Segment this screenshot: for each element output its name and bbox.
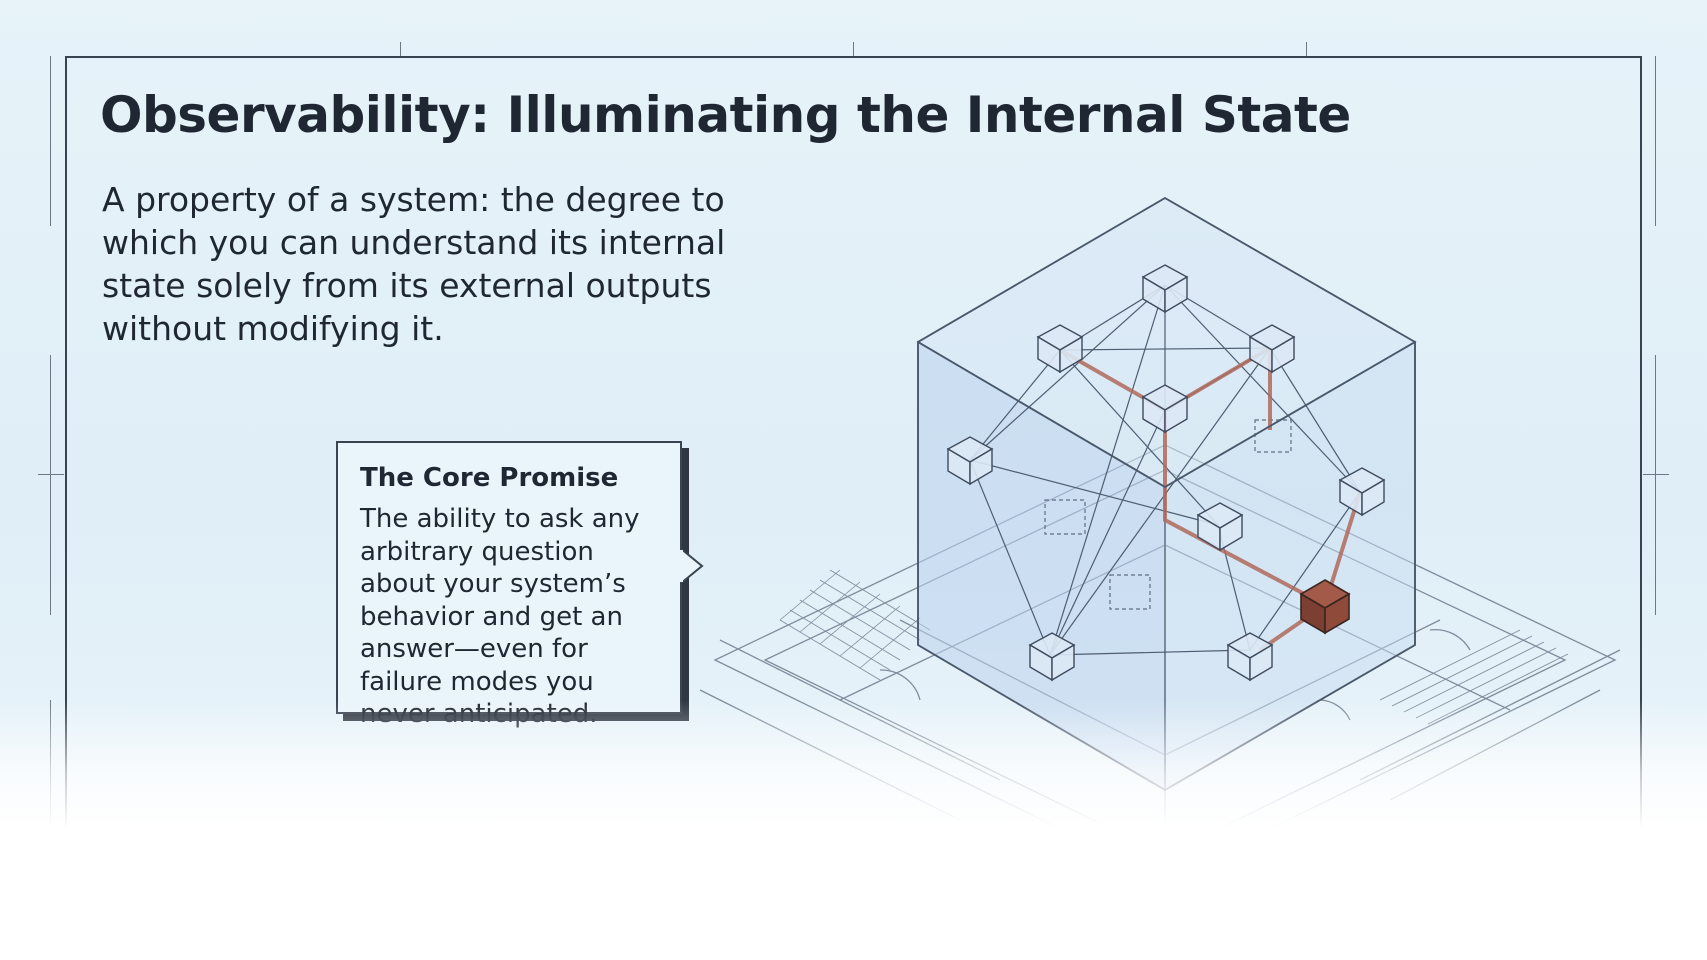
frame-tick <box>1655 56 1656 226</box>
anomaly-node <box>1299 579 1351 635</box>
node <box>1338 467 1386 517</box>
node <box>1141 384 1189 434</box>
network-nodes <box>946 264 1386 682</box>
frame-tick <box>1306 42 1307 56</box>
node <box>1141 264 1189 314</box>
callout-body: The ability to ask any arbitrary questio… <box>360 504 640 729</box>
node <box>1036 324 1084 374</box>
core-promise-callout: The Core Promise The ability to ask any … <box>336 441 682 729</box>
slide: Observability: Illuminating the Internal… <box>0 0 1707 840</box>
definition-text: A property of a system: the degree to wh… <box>102 180 726 348</box>
node <box>946 436 994 486</box>
node <box>1248 324 1296 374</box>
frame-tick <box>38 474 64 475</box>
frame-tick <box>400 42 401 56</box>
frame-tick <box>1643 474 1669 475</box>
blueprint-frame <box>65 56 1642 840</box>
node <box>1196 502 1244 552</box>
frame-tick <box>853 42 854 56</box>
blueprint-cube-diagram <box>699 196 1621 840</box>
ghost-nodes <box>1044 419 1292 610</box>
node <box>1028 632 1076 682</box>
frame-tick <box>50 56 51 226</box>
frame-tick <box>1655 355 1656 615</box>
callout-pointer <box>680 548 704 584</box>
bottom-fade <box>0 700 1707 840</box>
callout-heading: The Core Promise <box>360 463 619 493</box>
node <box>1226 632 1274 682</box>
page-title: Observability: Illuminating the Internal… <box>100 86 1351 144</box>
frame-tick <box>50 355 51 615</box>
